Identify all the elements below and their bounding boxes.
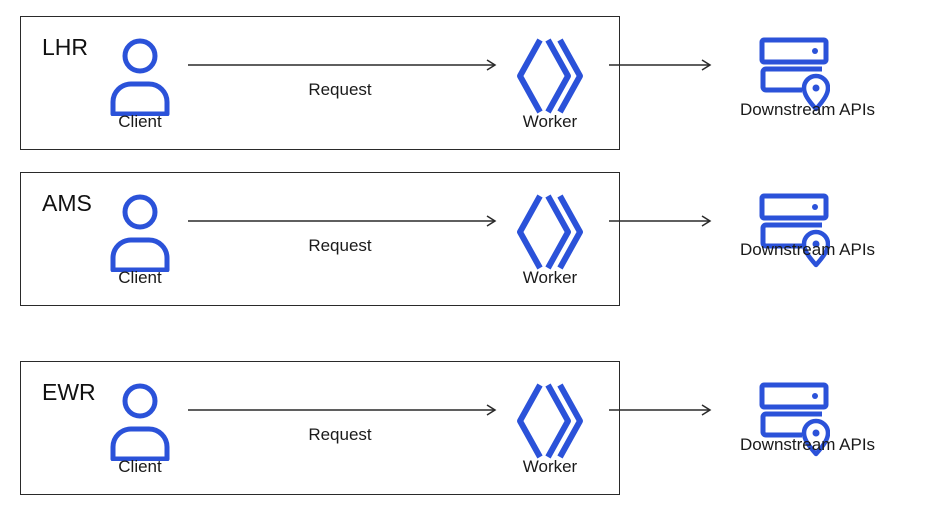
region-box (20, 16, 620, 150)
downstream-arrow (609, 215, 712, 227)
request-arrow (188, 59, 497, 71)
request-arrow (188, 215, 497, 227)
region-row-lhr: LHR Client Request Worker Downstream API… (0, 16, 938, 156)
client-label: Client (118, 112, 162, 131)
region-label: LHR (42, 34, 89, 60)
region-box (20, 361, 620, 495)
worker-label: Worker (522, 112, 578, 131)
downstream-apis-label: Downstream APIs (739, 240, 876, 259)
user-icon (110, 194, 170, 272)
region-label: AMS (42, 190, 92, 216)
worker-chevrons-icon (517, 194, 583, 270)
downstream-apis-label: Downstream APIs (739, 100, 876, 119)
worker-chevrons-icon (517, 38, 583, 114)
region-box (20, 172, 620, 306)
client-label: Client (118, 268, 162, 287)
request-label: Request (308, 425, 372, 444)
client-label: Client (118, 457, 162, 476)
worker-label: Worker (522, 457, 578, 476)
request-label: Request (308, 236, 372, 255)
server-location-icon (759, 382, 830, 457)
downstream-arrow (609, 59, 712, 71)
worker-chevrons-icon (517, 383, 583, 459)
downstream-apis-label: Downstream APIs (739, 435, 876, 454)
server-location-icon (759, 37, 830, 112)
worker-label: Worker (522, 268, 578, 287)
server-location-icon (759, 193, 830, 268)
request-label: Request (308, 80, 372, 99)
region-label: EWR (42, 379, 96, 405)
user-icon (110, 38, 170, 116)
region-row-ewr: EWR Client Request Worker Downstream API… (0, 361, 938, 501)
region-row-ams: AMS Client Request Worker Downstream API… (0, 172, 938, 312)
downstream-arrow (609, 404, 712, 416)
user-icon (110, 383, 170, 461)
request-arrow (188, 404, 497, 416)
